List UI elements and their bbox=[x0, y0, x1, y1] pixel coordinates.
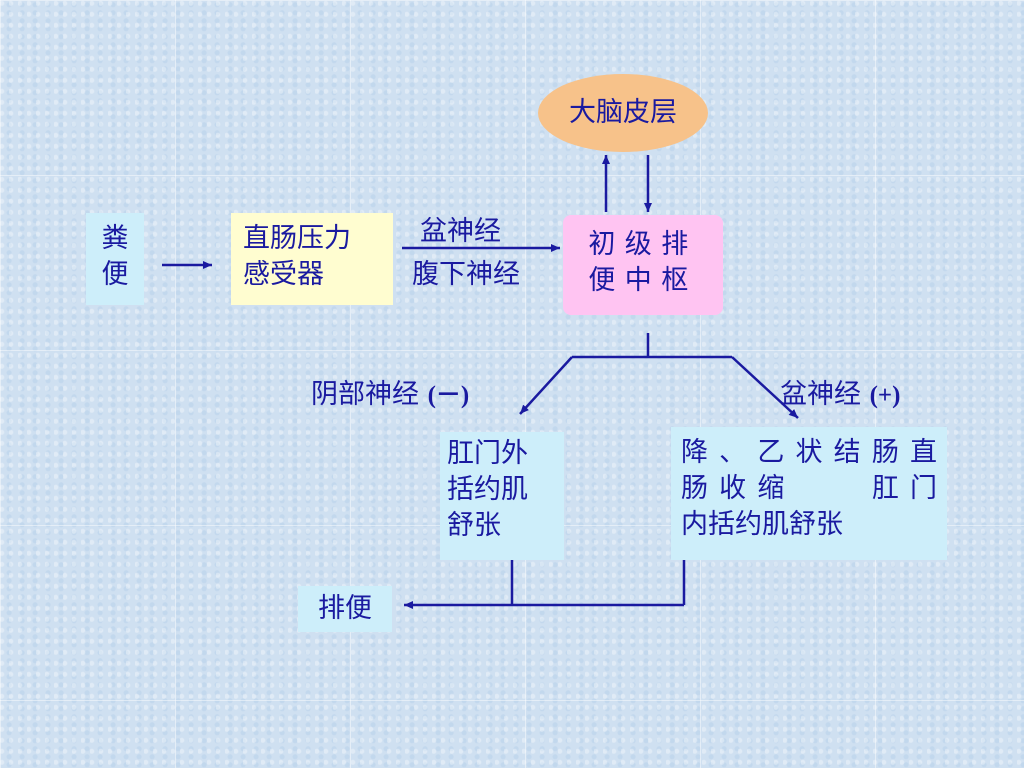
node-center-line-1: 初级排 bbox=[588, 229, 698, 260]
node-cerebral-cortex: 大脑皮层 bbox=[538, 74, 708, 152]
pelvic-nerve-text: 盆神经 bbox=[780, 379, 861, 410]
node-feces-line-2: 便 bbox=[101, 259, 129, 290]
node-ext-sphincter-line-3: 舒张 bbox=[447, 510, 501, 541]
node-center-line-2: 便中枢 bbox=[588, 265, 698, 296]
node-rectal-pressure-receptor: 直肠压力 感受器 bbox=[231, 213, 393, 305]
node-defecation-label: 排便 bbox=[318, 593, 372, 624]
node-receptor-line-1: 直肠压力 bbox=[243, 223, 351, 254]
arrow-to-external-sphincter bbox=[519, 356, 573, 415]
node-defecation: 排便 bbox=[298, 586, 392, 632]
edge-label-hypogastric-nerve: 腹下神经 bbox=[412, 259, 520, 290]
node-feces-line-1: 粪 bbox=[101, 223, 129, 254]
node-cerebral-cortex-label: 大脑皮层 bbox=[569, 97, 677, 128]
arrow-to-colon bbox=[731, 356, 799, 419]
node-colon-contraction-internal-sphincter-relax: 降、乙状结肠直 肠收缩 肛门 内括约肌舒张 bbox=[671, 427, 947, 560]
edge-label-pudendal-nerve: 阴部神经 (－) bbox=[311, 378, 469, 413]
node-ext-sphincter-line-1: 肛门外 bbox=[447, 438, 528, 469]
node-colon-line-3: 内括约肌舒张 bbox=[681, 509, 843, 540]
node-receptor-line-2: 感受器 bbox=[243, 259, 324, 290]
node-colon-line-1: 降、乙状结肠直 bbox=[681, 437, 937, 468]
edge-label-pelvic-nerve-efferent: 盆神经 (+) bbox=[780, 378, 901, 413]
node-colon-line-2: 肠收缩 肛门 bbox=[681, 473, 937, 504]
node-ext-sphincter-line-2: 括约肌 bbox=[447, 474, 528, 505]
node-primary-defecation-center: 初级排 便中枢 bbox=[563, 215, 723, 315]
edge-label-pelvic-nerve-afferent: 盆神经 bbox=[420, 216, 501, 247]
pudendal-nerve-sign: (－) bbox=[427, 382, 470, 409]
node-feces: 粪 便 bbox=[86, 213, 144, 305]
node-external-anal-sphincter-relax: 肛门外 括约肌 舒张 bbox=[440, 432, 564, 560]
pudendal-nerve-text: 阴部神经 bbox=[311, 379, 419, 410]
pelvic-nerve-sign: (+) bbox=[869, 382, 901, 409]
